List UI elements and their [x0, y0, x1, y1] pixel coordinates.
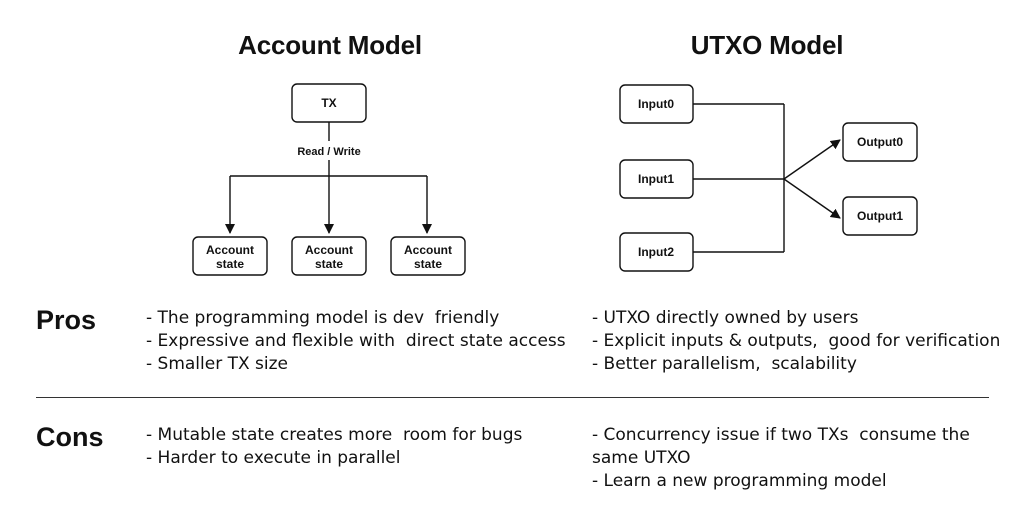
list-item: same UTXO [592, 448, 691, 468]
pros-account-list: - The programming model is dev friendly … [146, 307, 566, 376]
list-item: - Concurrency issue if two TXs consume t… [592, 425, 970, 445]
input1-label: Input1 [638, 172, 674, 186]
utxo-model-title: UTXO Model [690, 30, 844, 60]
cons-account-list: - Mutable state creates more room for bu… [146, 424, 522, 470]
section-divider [36, 397, 989, 398]
account-state-2-line1: Account [305, 243, 353, 257]
account-state-3-line1: Account [404, 243, 452, 257]
account-state-box-1 [192, 236, 268, 276]
output0-label: Output0 [857, 135, 903, 149]
pros-label: Pros [36, 305, 97, 335]
list-item: - Mutable state creates more room for bu… [146, 425, 523, 445]
list-item: - Expressive and flexible with direct st… [146, 331, 566, 351]
read-write-label: Read / Write [297, 146, 360, 158]
list-item: - UTXO directly owned by users [592, 308, 859, 328]
output1-label: Output1 [857, 209, 903, 223]
list-item: - Learn a new programming model [592, 471, 887, 491]
account-state-1-line2: state [216, 257, 244, 271]
list-item: - Better parallelism, scalability [592, 354, 857, 374]
cons-label: Cons [36, 422, 104, 452]
cons-utxo-list: - Concurrency issue if two TXs consume t… [592, 424, 970, 493]
list-item: - Harder to execute in parallel [146, 448, 401, 468]
input0-label: Input0 [638, 97, 674, 111]
list-item: - The programming model is dev friendly [146, 308, 500, 328]
account-model-title: Account Model [238, 30, 422, 60]
account-state-box-3 [390, 236, 466, 276]
account-model-diagram: TX Read / Write Account state Account st… [192, 83, 466, 276]
list-item: - Explicit inputs & outputs, good for ve… [592, 331, 1001, 351]
account-state-2-line2: state [315, 257, 343, 271]
account-state-box-2 [291, 236, 367, 276]
account-state-1-line1: Account [206, 243, 254, 257]
utxo-model-diagram: Input0 Input1 Input2 Output0 Output1 [619, 84, 918, 272]
arrow-to-output0 [783, 139, 841, 180]
output1-box [842, 196, 918, 236]
arrow-to-output1 [783, 178, 841, 219]
account-state-3-line2: state [414, 257, 442, 271]
output0-box [842, 122, 918, 162]
models-diagram: TX Read / Write Account state Account st… [192, 83, 918, 276]
list-item: - Smaller TX size [146, 354, 289, 374]
input2-label: Input2 [638, 245, 674, 259]
pros-utxo-list: - UTXO directly owned by users - Explici… [592, 307, 1000, 376]
tx-label: TX [321, 96, 336, 110]
